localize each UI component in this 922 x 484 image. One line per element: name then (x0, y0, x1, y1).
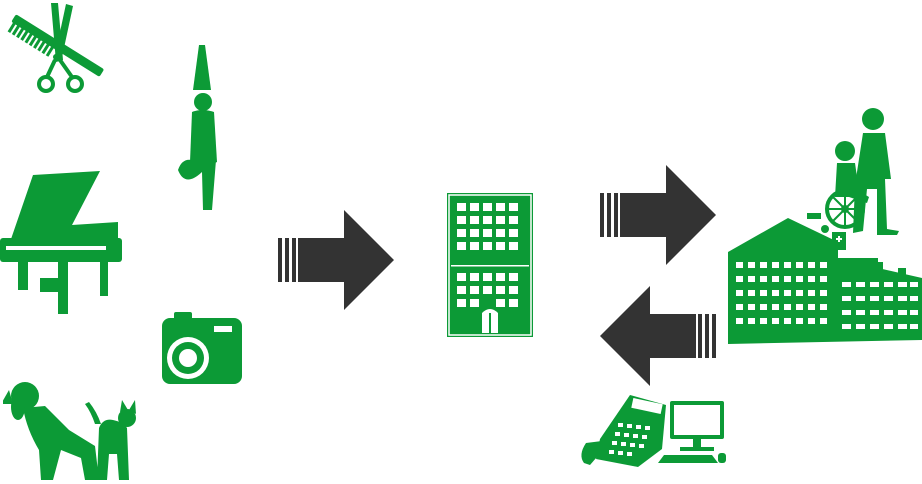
grand-piano-icon (0, 170, 125, 320)
arrow-right-1 (278, 210, 394, 310)
hospital-building-icon (728, 218, 922, 344)
dog-and-cat-icon (3, 380, 143, 484)
phone-and-computer-icon (578, 393, 728, 469)
caregiver-wheelchair-icon (805, 105, 910, 235)
scissors-comb-icon (0, 0, 115, 100)
camera-icon (160, 310, 245, 388)
arrow-right-2 (600, 165, 716, 265)
yoga-person-icon (170, 42, 230, 214)
arrow-left (600, 286, 716, 386)
office-building-icon (447, 193, 533, 337)
